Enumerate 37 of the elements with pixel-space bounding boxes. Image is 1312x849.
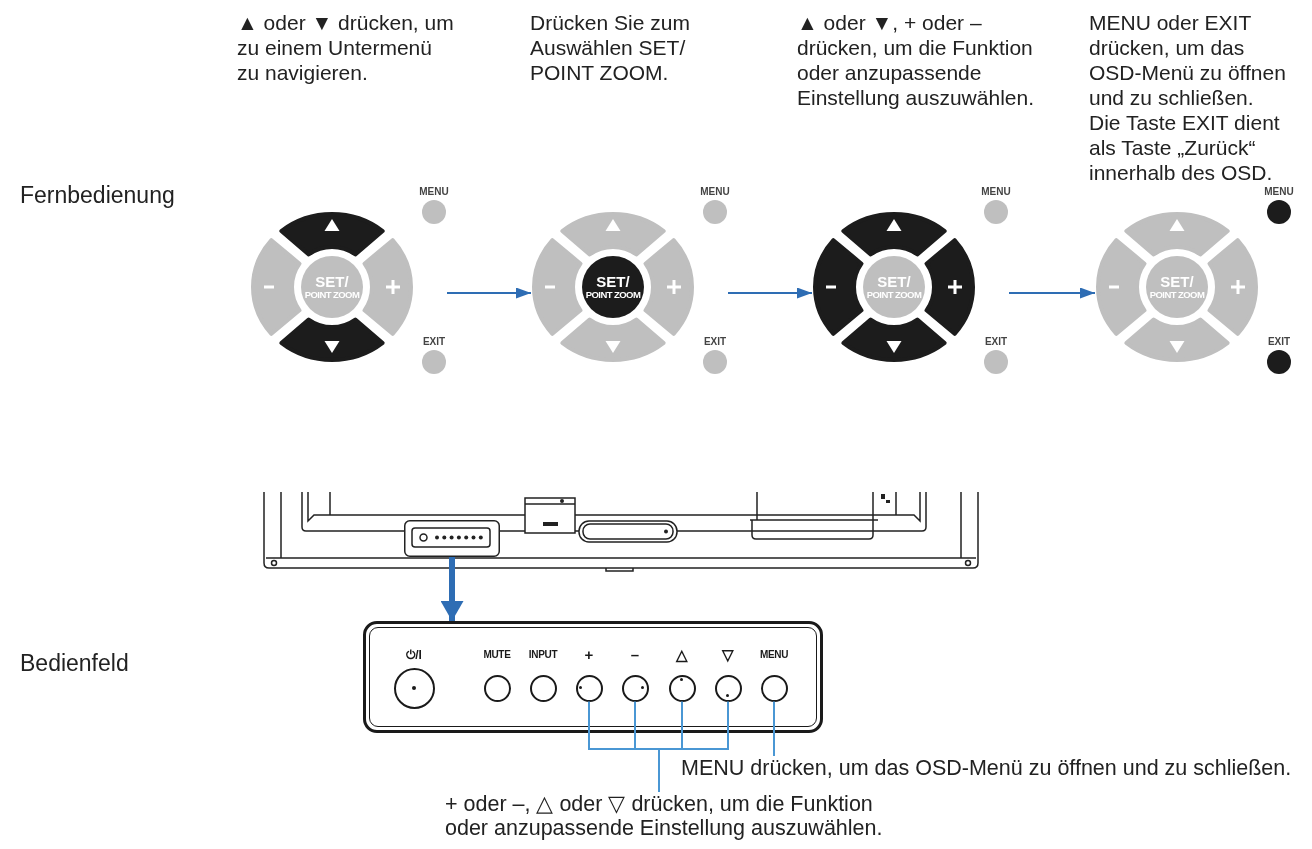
button-label: MENU	[418, 185, 450, 199]
center-key: SET/ POINT ZOOM	[582, 256, 644, 318]
button-label: INPUT	[527, 648, 559, 662]
button-label: MENU	[758, 648, 790, 662]
leader-line	[773, 700, 775, 757]
leader-line	[658, 700, 729, 793]
instruction-text: MENU oder EXIT drücken, um das OSD-Menü zu öffnen und zu schließen.	[1089, 10, 1287, 110]
button-label: EXIT	[1266, 335, 1292, 349]
arrow	[440, 557, 464, 621]
button-label: ▽	[720, 645, 735, 665]
button-label: MUTE	[482, 648, 512, 662]
center-key: SET/ POINT ZOOM	[301, 256, 363, 318]
button-label: ⏻/I	[405, 647, 423, 664]
row-label: Bedienfeld	[20, 649, 129, 677]
button-label: EXIT	[983, 335, 1009, 349]
instruction-text: Die Taste EXIT dient als Taste „Zurück“ innerhalb des OSD.	[1089, 110, 1281, 185]
instruction-text: MENU drücken, um das OSD-Menü zu öffnen und zu schließen.	[681, 756, 1293, 780]
instruction-text: ▲ oder ▼ drücken, um zu einem Untermenü zu navigieren.	[237, 10, 455, 85]
center-key: SET/ POINT ZOOM	[863, 256, 925, 318]
instruction-text: + oder –, △ oder ▽ drücken, um die Funktion oder anzupassende Einstellung auszuwählen.	[445, 792, 884, 840]
button-strip-drawing	[404, 520, 500, 557]
arrow	[446, 287, 532, 299]
button-label: △	[675, 645, 689, 665]
arrow	[1008, 287, 1096, 299]
row-label: Fernbedienung	[20, 181, 175, 209]
button-label: MENU	[1263, 185, 1295, 199]
button-label: +	[583, 645, 595, 665]
arrow	[727, 287, 813, 299]
button-label: EXIT	[702, 335, 728, 349]
instruction-text: Drücken Sie zum Auswählen SET/ POINT ZOOM.	[530, 10, 691, 85]
control-panel	[363, 621, 823, 733]
button-label: –	[629, 645, 641, 665]
button-label: MENU	[699, 185, 731, 199]
button-label: MENU	[980, 185, 1012, 199]
button-label: EXIT	[421, 335, 447, 349]
instruction-text: ▲ oder ▼, + oder – drücken, um die Funktion oder anzupassende Einstellung auszuwählen.	[797, 10, 1035, 110]
center-key: SET/ POINT ZOOM	[1146, 256, 1208, 318]
